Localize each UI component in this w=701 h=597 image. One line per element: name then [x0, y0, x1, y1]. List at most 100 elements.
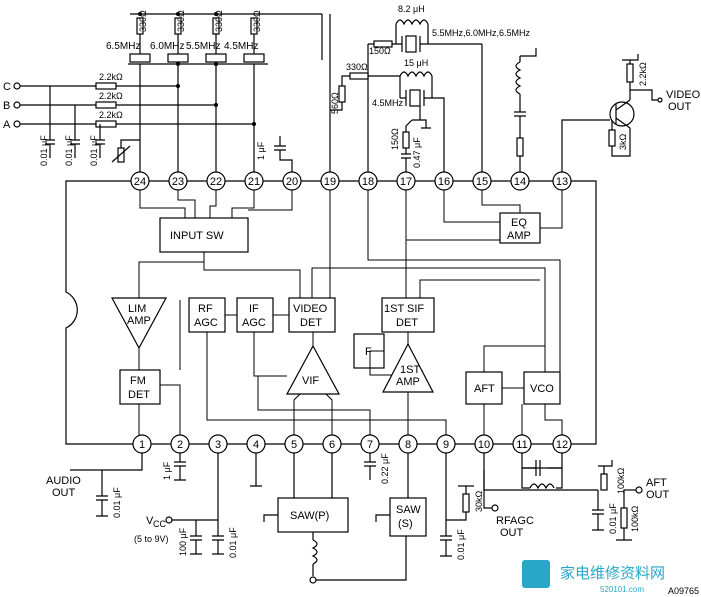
freq-45b-label: 4.5MHz — [372, 98, 404, 108]
video-out-label-1: VIDEO — [666, 89, 701, 101]
c001c-label: 0.01 μF — [228, 527, 238, 558]
r22k-a-label: 2.2kΩ — [99, 110, 123, 120]
if-agc-label-2: AGC — [242, 317, 266, 329]
freq-60-label: 6.0MHz — [150, 41, 184, 52]
r100k2-label: 100kΩ — [630, 505, 640, 532]
rf-agc-label-1: RF — [198, 303, 213, 315]
pin-label-8: 8 — [405, 439, 411, 451]
multi-freq-label: 5.5MHz,6.0MHz,6.5MHz — [432, 28, 531, 38]
vif-triangle — [285, 344, 341, 395]
sif-amp-label-1: 1ST — [400, 364, 420, 376]
sif-det-label-1: 1ST SIF — [384, 303, 424, 315]
rf-agc-block — [188, 297, 226, 333]
pin-label-21: 21 — [248, 176, 260, 188]
c001e-label: 0.01 μF — [608, 503, 618, 534]
r150b-label: 150Ω — [390, 128, 400, 150]
lim-amp-label-1: LIM — [128, 303, 146, 315]
cap-b-label: 0.01 μF — [64, 135, 74, 166]
watermark: 家电维修资料网 520101.com A09765 — [522, 560, 699, 596]
video-det-label-1: VIDEO — [293, 303, 328, 315]
freq-55-label: 5.5MHz — [186, 41, 220, 52]
pin-label-10: 10 — [478, 439, 490, 451]
saw-s-block — [389, 497, 427, 537]
eq-amp-label-2: AMP — [507, 230, 531, 242]
pin-label-9: 9 — [443, 439, 449, 451]
vcc-range-label: (5 to 9V) — [134, 534, 169, 544]
internal-wiring — [138, 190, 563, 435]
lim-amp-label-2: AMP — [127, 315, 151, 327]
rf-agc-label-2: AGC — [194, 317, 218, 329]
pin-label-6: 6 — [329, 439, 335, 451]
freq-45-label: 4.5MHz — [224, 41, 258, 52]
r560-label: 560Ω — [330, 92, 340, 114]
cap-1u-top-label: 1 μF — [256, 141, 266, 160]
pin-label-1: 1 — [139, 439, 145, 451]
c100-label: 100 μF — [178, 527, 188, 556]
pin-label-2: 2 — [177, 439, 183, 451]
pin-label-24: 24 — [134, 176, 146, 188]
bottom-external: AUDIO OUT 0.01 μF 1 μF V CC (5 to 9V) 10… — [46, 453, 670, 584]
pin-label-15: 15 — [476, 176, 488, 188]
aft-out-label-1: AFT — [646, 477, 667, 489]
r22k-b-label: 2.2kΩ — [99, 91, 123, 101]
r3k-label: 3kΩ — [618, 133, 628, 150]
input-sw-label: INPUT SW — [170, 230, 224, 242]
pin-label-23: 23 — [172, 176, 184, 188]
c047-label: 0.47 μF — [412, 137, 422, 168]
c022-label: 0.22 μF — [380, 453, 390, 484]
r330-label-2: 330Ω — [176, 10, 186, 32]
sif-amp-label-2: AMP — [396, 376, 420, 388]
saw-s-label-1: SAW — [396, 504, 421, 516]
cap-audio-label: 0.01 μF — [112, 487, 122, 518]
r330b-label: 330Ω — [346, 62, 368, 72]
pin-label-7: 7 — [367, 439, 373, 451]
aft-label: AFT — [474, 383, 495, 395]
input-b-label: B — [3, 100, 10, 112]
cap-c-label: 0.01 μF — [39, 135, 49, 166]
aft-out-label-2: OUT — [646, 489, 670, 501]
pin-label-12: 12 — [556, 439, 568, 451]
pin-label-13: 13 — [556, 176, 568, 188]
r22kb-label: 2.2kΩ — [638, 62, 648, 86]
input-sw-block — [159, 217, 249, 253]
pin-label-20: 20 — [286, 176, 298, 188]
watermark-text: 家电维修资料网 — [560, 565, 665, 582]
filter-label: F — [365, 346, 372, 358]
pin-label-5: 5 — [291, 439, 297, 451]
video-out-label-2: OUT — [668, 101, 692, 113]
l82-label: 8.2 μH — [398, 4, 425, 14]
pin-label-3: 3 — [215, 439, 221, 451]
top-external: 330Ω 330Ω 330Ω 330Ω 6.5MHz 6.0MHz 5.5MHz… — [3, 4, 701, 172]
cap-1u-bottom-label: 1 μF — [162, 461, 172, 480]
video-det-block — [288, 297, 336, 333]
fm-det-label-1: FM — [130, 375, 146, 387]
watermark-url: 520101.com — [600, 585, 644, 594]
saw-s-label-2: (S) — [398, 518, 413, 530]
sif-det-label-2: DET — [396, 317, 418, 329]
r30k-label: 30kΩ — [474, 490, 484, 512]
pin-label-18: 18 — [362, 176, 374, 188]
rfagc-out-label-2: OUT — [500, 527, 524, 539]
sif-det-block — [381, 297, 435, 333]
vcc-sub-label: CC — [153, 519, 166, 529]
l15-label: 15 μH — [404, 58, 428, 68]
pin-label-14: 14 — [514, 176, 526, 188]
audio-out-label-2: OUT — [52, 487, 76, 499]
pin-label-16: 16 — [438, 176, 450, 188]
r330-label-1: 330Ω — [138, 10, 148, 32]
pin-label-4: 4 — [253, 439, 259, 451]
r150-label: 150Ω — [369, 46, 391, 56]
pin-label-19: 19 — [324, 176, 336, 188]
fm-det-block — [119, 369, 161, 405]
internal-blocks: INPUT SW LIM AMP FM DET RF AGC IF AGC VI… — [110, 212, 561, 405]
vif-label: VIF — [302, 375, 319, 387]
aft-block — [465, 371, 503, 405]
r100k1-label: 100kΩ — [616, 467, 626, 494]
freq-65-label: 6.5MHz — [106, 41, 140, 52]
saw-p-block — [277, 497, 349, 533]
r330-label-4: 330Ω — [252, 10, 262, 32]
pin-label-17: 17 — [400, 176, 412, 188]
input-c-label: C — [3, 81, 11, 93]
c001d-label: 0.01 μF — [456, 529, 466, 560]
